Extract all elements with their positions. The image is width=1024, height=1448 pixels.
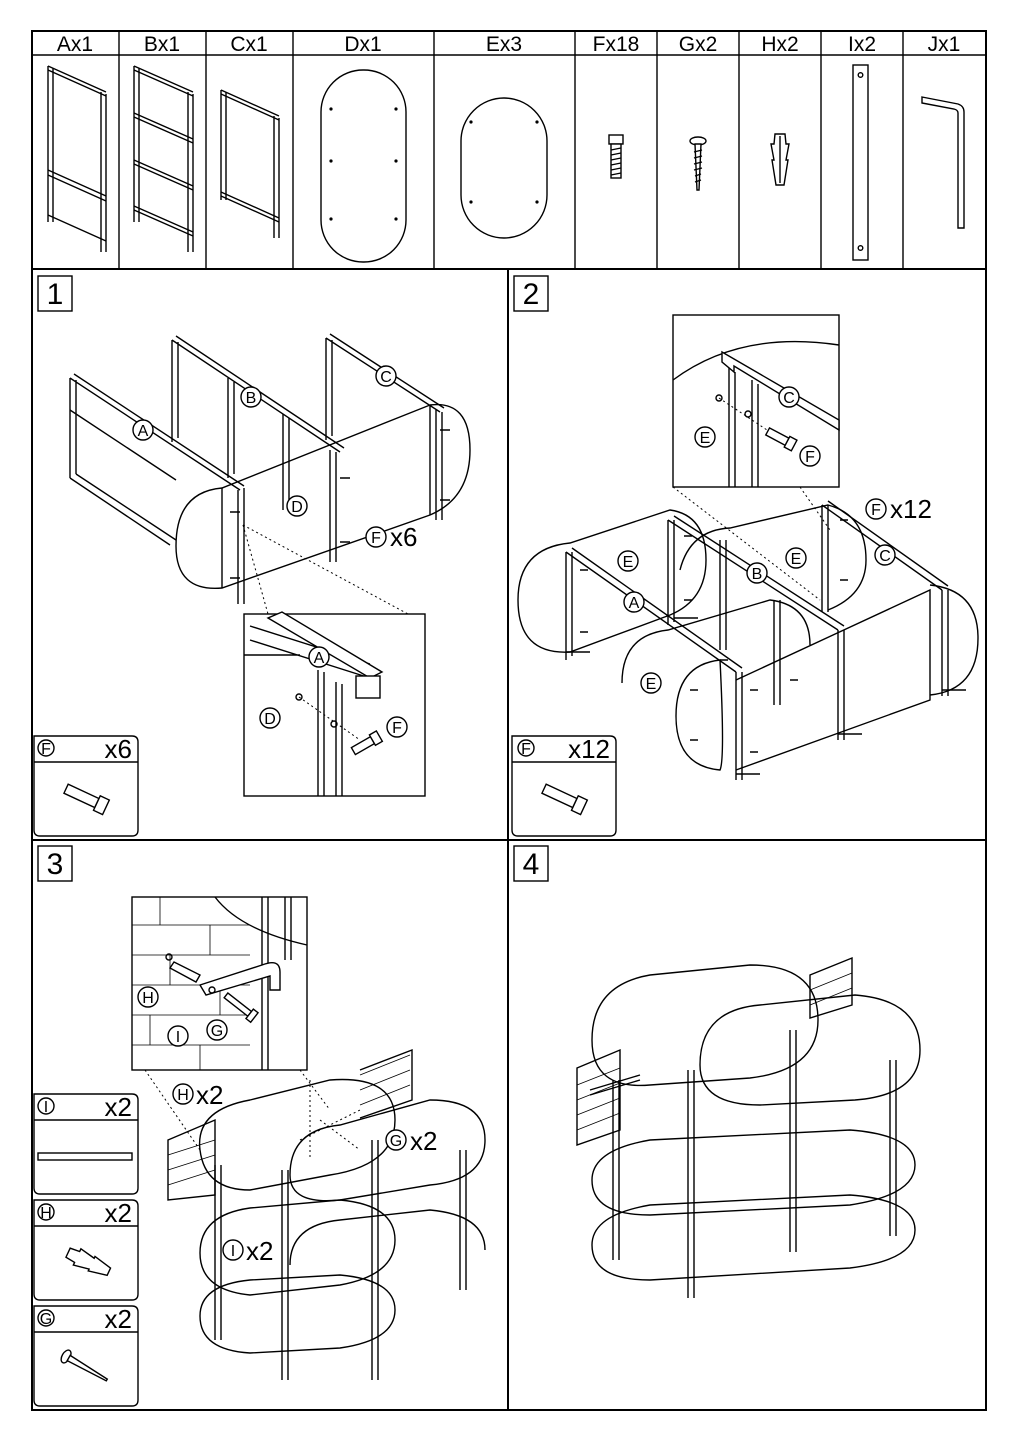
step-1-detail-d: D <box>264 711 276 728</box>
step-1-hardware-box: F x6 <box>33 734 139 837</box>
part-label-j: Jx1 <box>928 33 961 56</box>
step-3-detail-h: H <box>142 990 154 1007</box>
step-3-callout-i-qty: x2 <box>246 1236 273 1266</box>
part-label-e: Ex3 <box>486 33 522 56</box>
frame-a-drawing <box>47 65 107 252</box>
step-3-hardware-g-qty: x2 <box>105 1304 132 1334</box>
step-2-callout-e1: E <box>623 554 634 571</box>
step-1-detail-a: A <box>314 650 325 667</box>
frame-c-drawing <box>220 89 280 238</box>
panel-d-drawing <box>320 69 407 263</box>
step-3-hardware-i-letter: I <box>44 1099 48 1116</box>
step-2-detail-c: C <box>783 390 795 407</box>
step-2-hardware-letter: F <box>521 741 531 758</box>
anchor-h-icon <box>65 1247 112 1277</box>
bolt-f-icon <box>63 783 111 816</box>
step-4-number: 4 <box>523 848 540 881</box>
step-4-finished-console-drawing <box>576 956 921 1298</box>
step-1-callout-a: A <box>138 423 149 440</box>
step-1-number: 1 <box>47 278 64 311</box>
step-1-callout-c: C <box>380 369 392 386</box>
part-label-b: Bx1 <box>144 33 180 56</box>
step-3-hardware-box-i: I x2 <box>33 1092 139 1195</box>
part-label-c: Cx1 <box>230 33 267 56</box>
step-3-assembly-drawing: H x2 G x2 I x2 <box>167 1048 486 1380</box>
bracket-i-icon <box>852 64 869 261</box>
part-label-a: Ax1 <box>57 33 93 56</box>
parts-table: Ax1 Bx1 Cx1 Dx1 Ex3 Fx18 Gx2 Hx2 Ix2 Jx1 <box>31 30 987 270</box>
step-3-detail-g: G <box>211 1023 223 1040</box>
step-4-panel: 4 <box>513 845 921 1298</box>
step-3-hardware-box-h: H x2 <box>33 1198 139 1301</box>
step-1-hardware-letter: F <box>41 741 51 758</box>
step-1-hardware-qty: x6 <box>105 734 132 764</box>
screw-g-icon <box>60 1349 109 1382</box>
step-2-number: 2 <box>523 278 540 311</box>
step-2-callout-c: C <box>879 548 891 565</box>
part-label-g: Gx2 <box>679 33 718 56</box>
step-3-hardware-g-letter: G <box>40 1311 52 1328</box>
screw-g-icon <box>689 136 707 191</box>
step-1-detail-inset: A D F <box>243 611 426 797</box>
step-2-hardware-box: F x12 <box>511 734 617 837</box>
bracket-i-icon <box>37 1152 133 1161</box>
step-3-callout-g: G <box>390 1133 402 1150</box>
part-label-d: Dx1 <box>344 33 381 56</box>
step-1-panel: 1 A B C <box>33 275 471 837</box>
bolt-f-icon <box>541 783 589 816</box>
step-3-hardware-h-qty: x2 <box>105 1198 132 1228</box>
bolt-f-icon <box>608 134 624 179</box>
step-3-hardware-i-qty: x2 <box>105 1092 132 1122</box>
step-2-detail-e: E <box>700 430 711 447</box>
step-2-assembly-drawing: E E E A B C F x12 <box>517 494 979 780</box>
step-1-assembly-drawing: A B C D F x6 <box>69 333 471 615</box>
step-3-callout-g-qty: x2 <box>410 1126 437 1156</box>
steps-grid <box>31 268 987 1411</box>
part-label-h: Hx2 <box>761 33 798 56</box>
step-3-hardware-h-letter: H <box>40 1205 52 1222</box>
step-2-hardware-qty: x12 <box>568 734 610 764</box>
step-2-callout-f-qty: x12 <box>890 494 932 524</box>
step-3-hardware-box-g: G x2 <box>33 1304 139 1407</box>
panel-e-drawing <box>460 97 548 239</box>
step-3-detail-i: I <box>176 1029 180 1046</box>
step-2-callout-f: F <box>871 502 881 519</box>
step-1-detail-f: F <box>392 720 402 737</box>
step-1-callout-d: D <box>291 499 303 516</box>
step-1-callout-b: B <box>246 390 257 407</box>
part-label-i: Ix2 <box>848 33 876 56</box>
step-3-detail-inset: H I G <box>131 896 331 1151</box>
allen-key-j-icon <box>921 96 965 229</box>
step-2-callout-e2: E <box>791 551 802 568</box>
step-3-panel: 3 H I G <box>33 845 486 1407</box>
step-2-callout-a: A <box>629 595 640 612</box>
step-2-callout-b: B <box>752 566 763 583</box>
frame-b-drawing <box>133 65 194 252</box>
step-3-callout-i: I <box>231 1243 235 1260</box>
step-1-callout-f-qty: x6 <box>390 522 417 552</box>
step-2-detail-inset: C E F <box>672 314 840 601</box>
part-label-f: Fx18 <box>593 33 640 56</box>
step-3-number: 3 <box>47 848 64 881</box>
anchor-h-icon <box>770 133 790 186</box>
step-2-callout-e3: E <box>646 676 657 693</box>
step-3-callout-h-qty: x2 <box>196 1080 223 1110</box>
step-2-panel: 2 C E F <box>511 275 979 837</box>
step-1-callout-f: F <box>371 530 381 547</box>
step-3-callout-h: H <box>177 1087 189 1104</box>
step-2-detail-f: F <box>805 449 815 466</box>
